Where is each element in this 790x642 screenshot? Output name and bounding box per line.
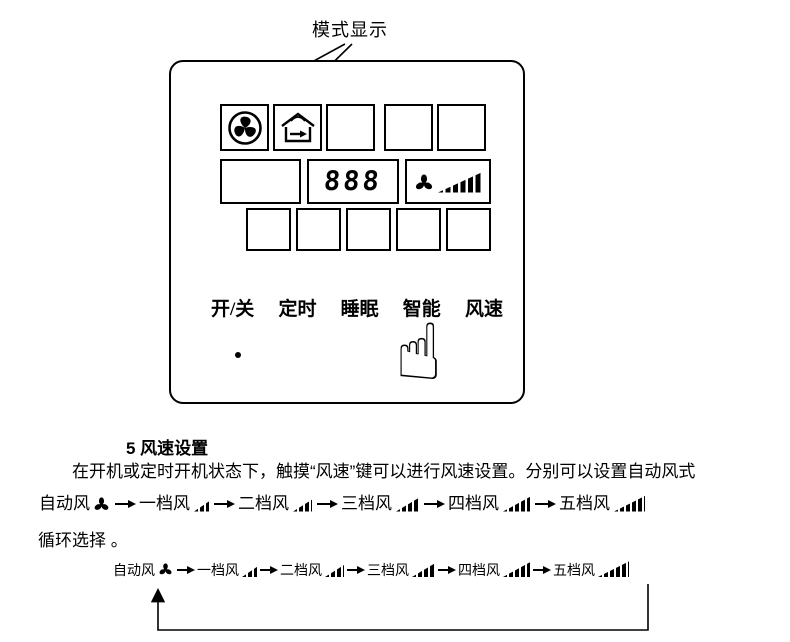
- section-paragraph: 在开机或定时开机状态下，触摸“风速”键可以进行风速设置。分别可以设置自动风式: [72, 462, 696, 481]
- fan-icon: [159, 563, 172, 575]
- arrow-right-icon: [424, 499, 445, 508]
- speed-label: 一档风: [197, 561, 239, 578]
- display-cell-blank: [346, 208, 391, 251]
- fanspeed-button: 风速: [464, 299, 503, 320]
- speed-1-bars-icon: [194, 501, 209, 512]
- speed-label: 三档风: [341, 494, 392, 513]
- speed-label: 四档风: [458, 561, 500, 578]
- speed-label: 二档风: [238, 494, 289, 513]
- controller-panel: 888 开/关 定时: [169, 60, 525, 404]
- fan-icon: [415, 174, 433, 189]
- cycle-loop-arrow: [150, 584, 649, 631]
- cycle-note: 循环选择 。: [38, 531, 128, 550]
- timer-button: 定时: [278, 299, 317, 320]
- speed-label: 自动风: [113, 561, 155, 578]
- sleep-button: 睡眠: [340, 299, 379, 320]
- speed-label: 三档风: [367, 561, 409, 578]
- display-cell-blank: [396, 208, 441, 251]
- speed-2-bars-icon: [293, 499, 312, 512]
- fan-speed-cycle-diagram: 自动风 一档风 二档风 三档风 四档风 五档风: [112, 560, 630, 578]
- arrow-right-icon: [533, 566, 551, 574]
- arrow-right-icon: [438, 566, 456, 574]
- display-cell-mode-fan: [220, 104, 269, 151]
- fan-speed-bars-icon: [438, 172, 482, 193]
- arrow-right-icon: [260, 566, 278, 574]
- pointing-hand-icon: ☝: [395, 308, 443, 398]
- indicator-dot: [235, 352, 241, 358]
- speed-5-bars-icon: [614, 495, 645, 512]
- arrow-right-icon: [317, 499, 338, 508]
- speed-4-bars-icon: [503, 496, 530, 512]
- display-cell-digits: 888: [307, 159, 399, 204]
- arrow-right-icon: [347, 566, 365, 574]
- speed-label: 五档风: [559, 494, 610, 513]
- fan-icon: [94, 496, 109, 510]
- touch-button-row: 开/关 定时 睡眠 智能 风速: [211, 294, 503, 321]
- seven-segment-digits: 888: [322, 166, 384, 197]
- section-heading: 5 风速设置: [126, 439, 209, 458]
- display-cell-blank: [446, 208, 491, 251]
- display-cell-blank: [326, 104, 375, 151]
- fan-circle-icon: [227, 110, 262, 145]
- speed-3-bars-icon: [396, 497, 419, 512]
- display-cell-blank: [437, 104, 486, 151]
- arrow-right-icon: [177, 566, 195, 574]
- speed-label: 二档风: [280, 561, 322, 578]
- arrow-right-icon: [214, 499, 235, 508]
- speed-label: 自动风: [39, 494, 90, 513]
- house-vent-icon: [280, 112, 315, 142]
- speed-2-bars-icon: [325, 565, 344, 577]
- display-cell-fanspeed: [405, 159, 491, 204]
- arrow-right-icon: [115, 499, 136, 508]
- speed-1-bars-icon: [242, 566, 257, 577]
- speed-5-bars-icon: [598, 561, 629, 577]
- display-cell-blank: [296, 208, 341, 251]
- speed-3-bars-icon: [412, 563, 435, 577]
- display-cell-mode-vent: [273, 104, 322, 151]
- fan-speed-indicator: [414, 171, 482, 193]
- speed-4-bars-icon: [503, 562, 530, 577]
- smart-button: 智能: [402, 299, 441, 320]
- speed-label: 四档风: [448, 494, 499, 513]
- speed-label: 一档风: [139, 494, 190, 513]
- display-cell-blank: [246, 208, 291, 251]
- mode-display-callout-label: 模式显示: [312, 20, 388, 40]
- display-cell-blank: [220, 159, 301, 204]
- display-cell-blank: [384, 104, 433, 151]
- speed-label: 五档风: [553, 561, 595, 578]
- fan-speed-sequence: 自动风 一档风 二档风 三档风 四档风 五档风: [38, 494, 647, 514]
- arrow-right-icon: [535, 499, 556, 508]
- power-button: 开/关: [211, 299, 255, 320]
